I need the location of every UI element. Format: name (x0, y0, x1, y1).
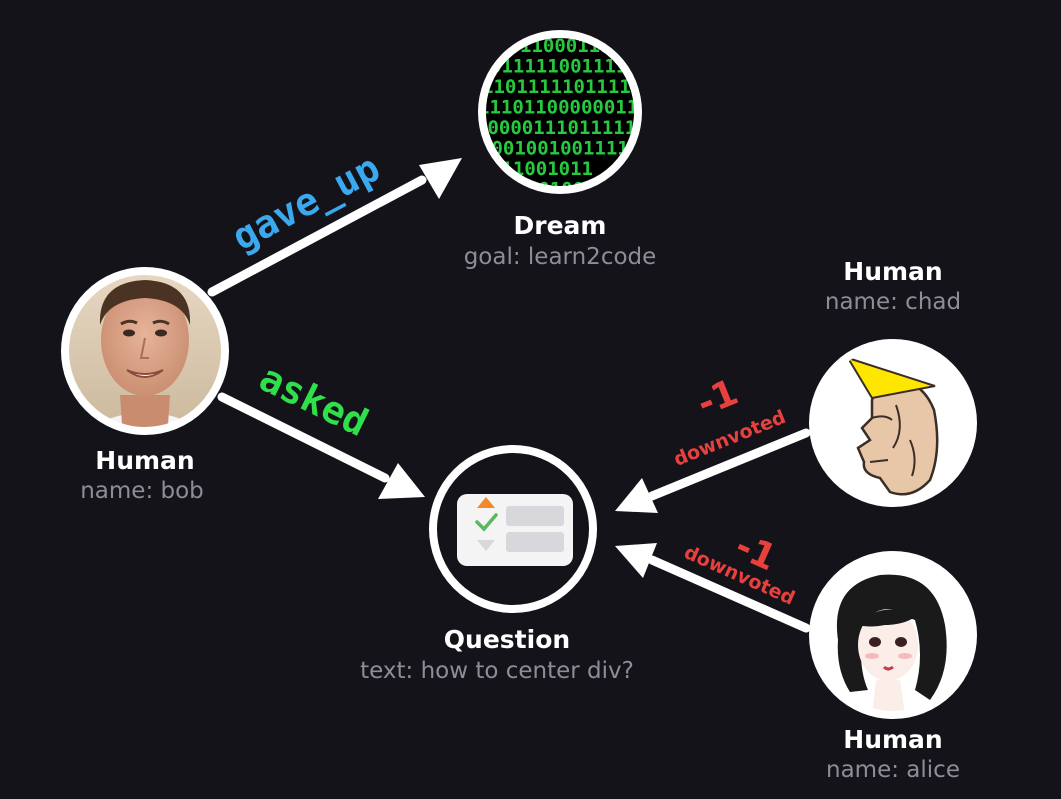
node-bob-property: name: bob (80, 478, 204, 504)
edge-chad-downvote: -1 downvoted (615, 372, 811, 513)
node-alice-type: Human (843, 725, 943, 754)
node-question-property: text: how to center div? (360, 658, 634, 684)
node-alice-property: name: alice (826, 757, 960, 783)
anime-girl-face-icon (836, 574, 947, 714)
binary-row: 1001001001111 (480, 138, 629, 160)
node-bob-type: Human (95, 446, 195, 475)
binary-row: 00000111011111 (476, 117, 636, 139)
edge-asked-arrowhead (378, 463, 425, 499)
binary-row: 1101111101111 (482, 76, 631, 98)
edge-asked-label: asked (253, 355, 375, 445)
question-card-icon (457, 494, 573, 566)
node-bob[interactable] (60, 266, 230, 440)
node-dream-property: goal: learn2code (463, 244, 657, 270)
edge-alice-downvote: -1 downvoted (615, 526, 811, 633)
edge-chad-downvote-line (647, 428, 811, 501)
node-dream-type: Dream (513, 211, 607, 240)
node-alice[interactable] (809, 551, 977, 719)
edge-gave-up-line (207, 175, 427, 297)
binary-row: 11101100000011 (478, 97, 638, 119)
node-dream[interactable]: 1100011110111110011111101111101111111011… (476, 30, 642, 201)
node-chad[interactable] (809, 339, 977, 507)
node-question-type: Question (443, 625, 571, 654)
node-question[interactable] (429, 445, 597, 613)
edge-asked-line (217, 392, 390, 483)
binary-row: 00001000 (504, 179, 596, 201)
chad-meme-face-icon (845, 356, 939, 496)
binary-code-icon: 1100011110111110011111101111101111111011… (476, 36, 638, 201)
edge-gave-up-arrowhead (419, 158, 462, 199)
binary-row: 011111001111 (490, 56, 627, 78)
edge-alice-downvote-arrowhead (615, 543, 657, 578)
edge-chad-downvote-value: -1 (691, 372, 743, 425)
node-chad-property: name: chad (824, 289, 962, 315)
node-chad-type: Human (843, 257, 943, 286)
edge-chad-downvote-arrowhead (615, 478, 658, 513)
edge-alice-downvote-line (647, 555, 811, 633)
